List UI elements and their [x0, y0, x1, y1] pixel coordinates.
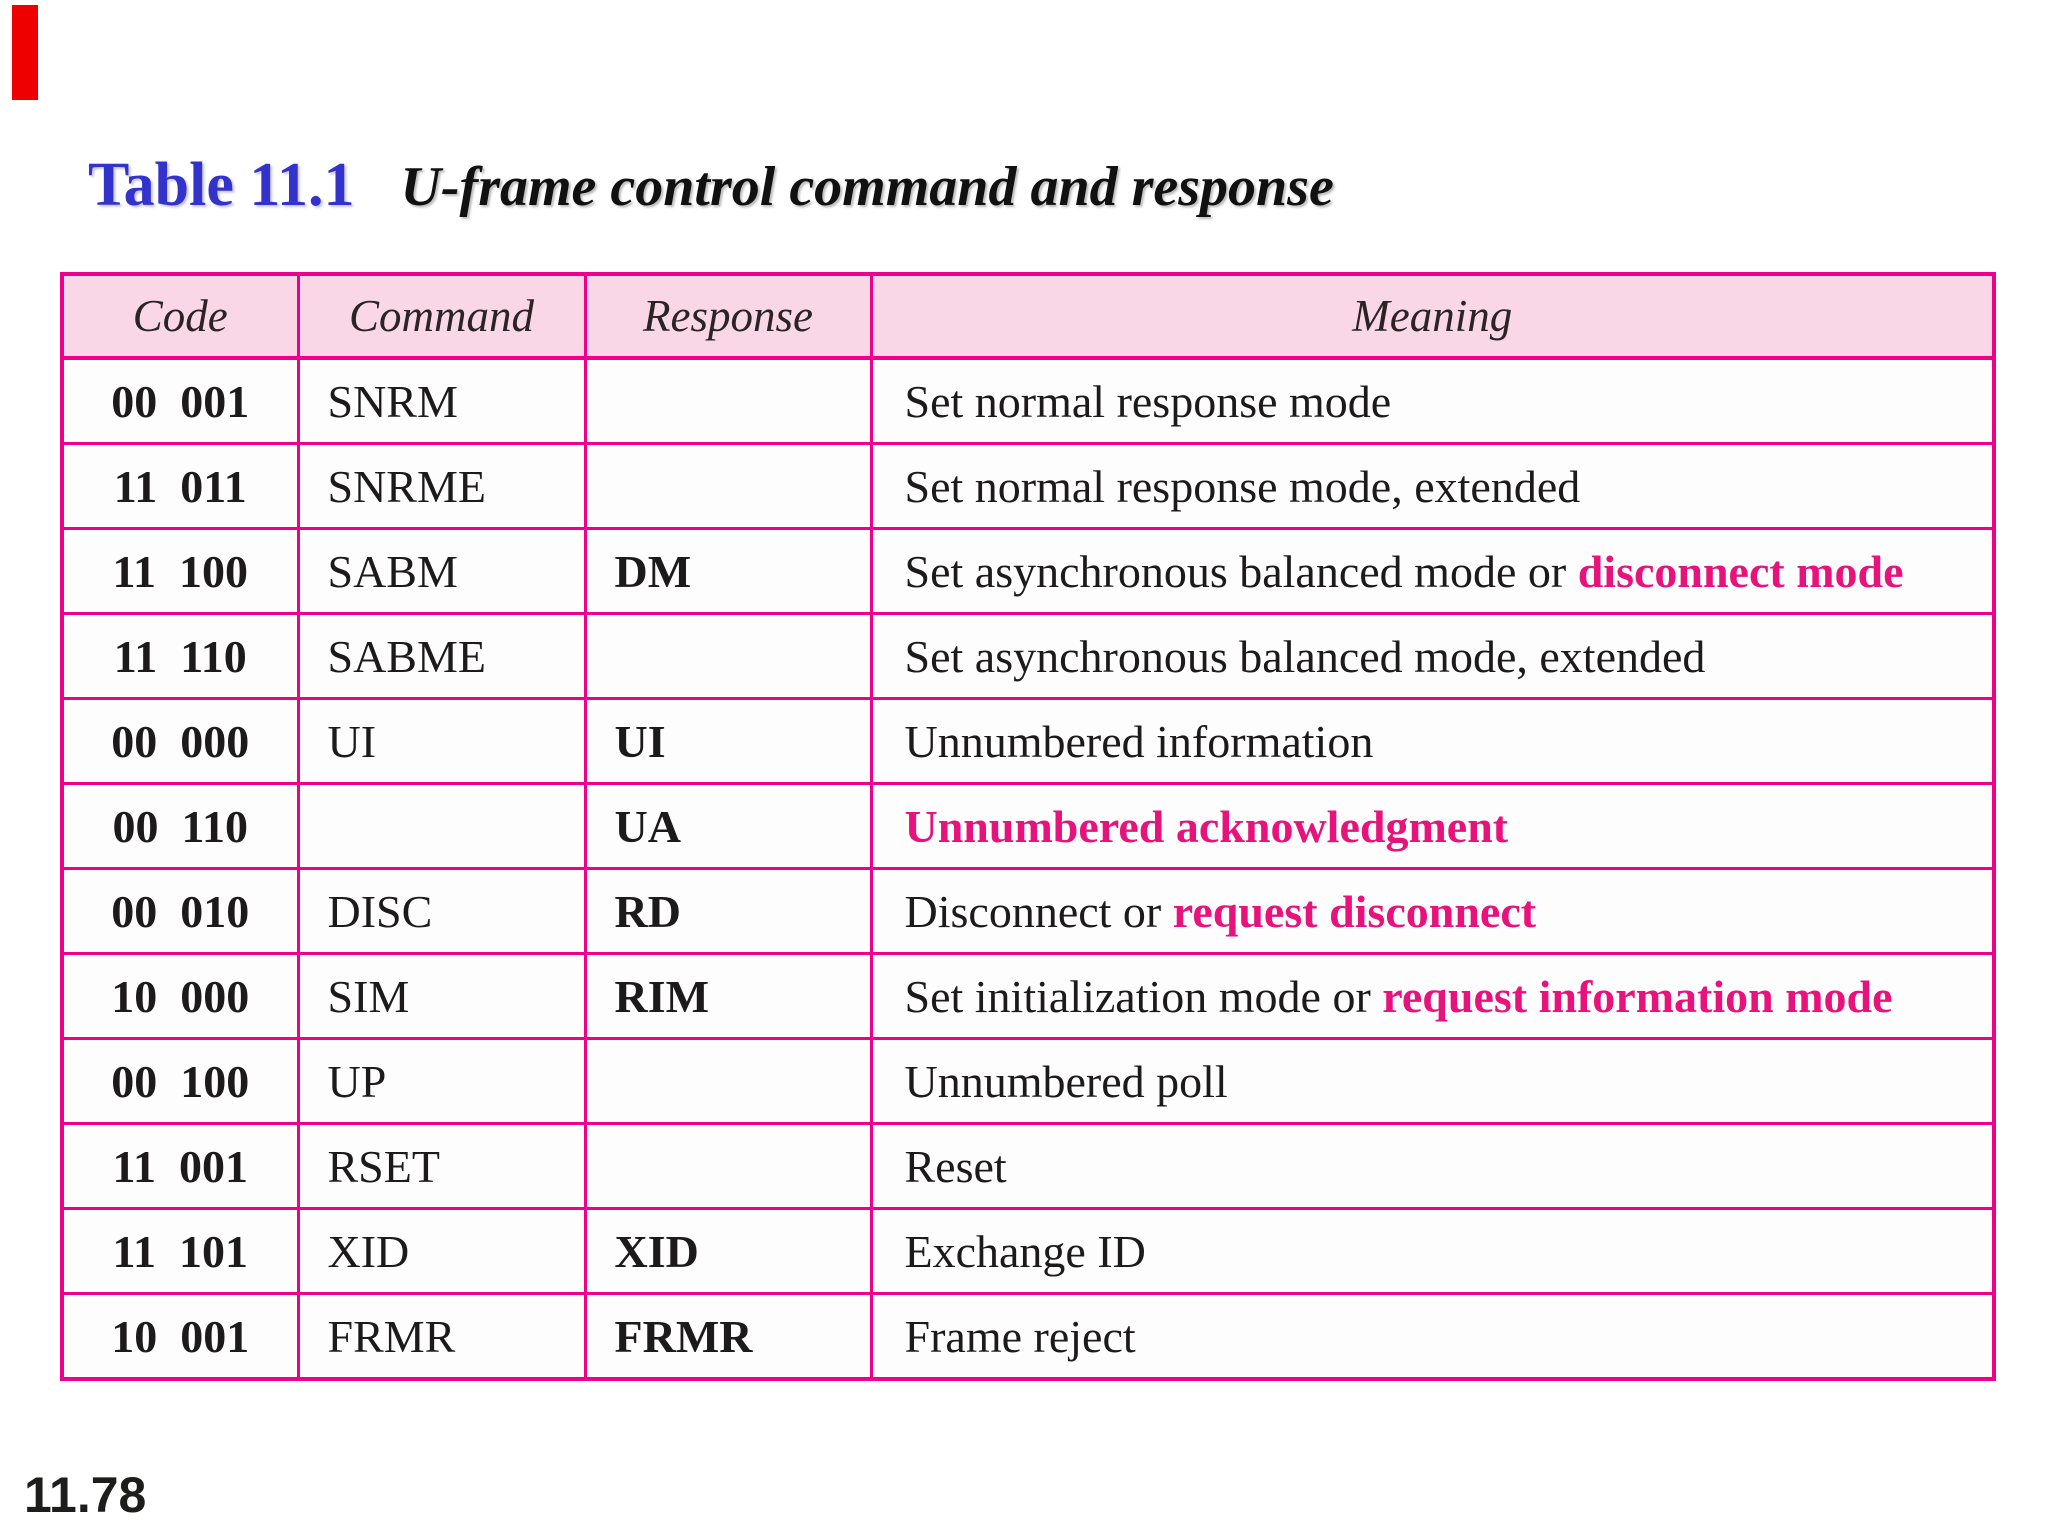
meaning-text: Set normal response mode, extended: [904, 460, 1581, 512]
table-header-row: Code Command Response Meaning: [60, 272, 1996, 360]
table-row: 10 000 SIM RIM Set initialization mode o…: [60, 952, 1996, 1040]
code-cell: 11 100: [60, 527, 300, 615]
meaning-cell: Reset: [869, 1122, 1996, 1210]
table-row: 11 101 XID XID Exchange ID: [60, 1207, 1996, 1295]
meaning-text: Set normal response mode: [904, 375, 1392, 427]
page-number: 11.78: [24, 1467, 147, 1523]
command-cell: DISC: [296, 867, 587, 955]
meaning-highlight: Unnumbered acknowledgment: [904, 800, 1509, 852]
meaning-cell: Exchange ID: [869, 1207, 1996, 1295]
meaning-highlight: request disconnect: [1172, 885, 1537, 937]
table-row: 10 001 FRMR FRMR Frame reject: [60, 1292, 1996, 1381]
table-row: 11 100 SABM DM Set asynchronous balanced…: [60, 527, 1996, 615]
table-row: 00 010 DISC RD Disconnect or request dis…: [60, 867, 1996, 955]
header-meaning: Meaning: [869, 272, 1996, 360]
command-cell: SIM: [296, 952, 587, 1040]
uframe-control-table: Code Command Response Meaning 00 001 SNR…: [60, 272, 1996, 1381]
response-cell: RD: [583, 867, 873, 955]
response-cell: [583, 612, 873, 700]
meaning-text: Set asynchronous balanced mode, extended: [904, 630, 1706, 682]
meaning-cell: Set asynchronous balanced mode or discon…: [869, 527, 1996, 615]
code-cell: 11 101: [60, 1207, 300, 1295]
code-cell: 11 110: [60, 612, 300, 700]
meaning-text: Exchange ID: [904, 1225, 1146, 1277]
response-cell: XID: [583, 1207, 873, 1295]
command-cell: [296, 782, 587, 870]
table-row: 11 110 SABME Set asynchronous balanced m…: [60, 612, 1996, 700]
meaning-highlight: disconnect mode: [1577, 545, 1904, 597]
command-cell: SABME: [296, 612, 587, 700]
meaning-text: Frame reject: [904, 1310, 1136, 1362]
command-cell: SNRM: [296, 356, 587, 445]
response-cell: [583, 356, 873, 445]
code-cell: 11 011: [60, 442, 300, 530]
command-cell: UI: [296, 697, 587, 785]
code-cell: 10 000: [60, 952, 300, 1040]
header-code: Code: [60, 272, 300, 360]
response-cell: [583, 442, 873, 530]
table-row: 00 000 UI UI Unnumbered information: [60, 697, 1996, 785]
table-row: 11 001 RSET Reset: [60, 1122, 1996, 1210]
response-cell: [583, 1037, 873, 1125]
table-title: Table 11.1 U-frame control command and r…: [88, 150, 1988, 221]
response-cell: RIM: [583, 952, 873, 1040]
response-cell: UI: [583, 697, 873, 785]
meaning-text: Set asynchronous balanced mode or: [904, 545, 1578, 597]
table-number-label: Table 11.1: [88, 151, 355, 219]
table-row: 11 011 SNRME Set normal response mode, e…: [60, 442, 1996, 530]
red-accent-bar: [12, 5, 38, 100]
response-cell: FRMR: [583, 1292, 873, 1381]
meaning-text: Reset: [904, 1140, 1007, 1192]
table-caption: U-frame control command and response: [400, 156, 1334, 218]
response-cell: DM: [583, 527, 873, 615]
table-row: 00 001 SNRM Set normal response mode: [60, 356, 1996, 445]
header-command: Command: [296, 272, 587, 360]
meaning-highlight: request information mode: [1382, 970, 1893, 1022]
code-cell: 11 001: [60, 1122, 300, 1210]
meaning-cell: Set normal response mode, extended: [869, 442, 1996, 530]
code-cell: 00 001: [60, 356, 300, 445]
meaning-cell: Set asynchronous balanced mode, extended: [869, 612, 1996, 700]
header-response: Response: [583, 272, 873, 360]
meaning-cell: Disconnect or request disconnect: [869, 867, 1996, 955]
meaning-text: Unnumbered poll: [904, 1055, 1228, 1107]
meaning-cell: Unnumbered information: [869, 697, 1996, 785]
meaning-cell: Set normal response mode: [869, 356, 1996, 445]
command-cell: FRMR: [296, 1292, 587, 1381]
meaning-cell: Unnumbered poll: [869, 1037, 1996, 1125]
code-cell: 10 001: [60, 1292, 300, 1381]
code-cell: 00 000: [60, 697, 300, 785]
meaning-text: Set initialization mode or: [904, 970, 1383, 1022]
meaning-cell: Unnumbered acknowledgment: [869, 782, 1996, 870]
table-row: 00 100 UP Unnumbered poll: [60, 1037, 1996, 1125]
command-cell: RSET: [296, 1122, 587, 1210]
meaning-cell: Set initialization mode or request infor…: [869, 952, 1996, 1040]
code-cell: 00 010: [60, 867, 300, 955]
command-cell: UP: [296, 1037, 587, 1125]
code-cell: 00 110: [60, 782, 300, 870]
meaning-text: Unnumbered information: [904, 715, 1374, 767]
command-cell: SABM: [296, 527, 587, 615]
meaning-cell: Frame reject: [869, 1292, 1996, 1381]
table-row: 00 110 UA Unnumbered acknowledgment: [60, 782, 1996, 870]
command-cell: SNRME: [296, 442, 587, 530]
code-cell: 00 100: [60, 1037, 300, 1125]
command-cell: XID: [296, 1207, 587, 1295]
response-cell: UA: [583, 782, 873, 870]
response-cell: [583, 1122, 873, 1210]
meaning-text: Disconnect or: [904, 885, 1173, 937]
